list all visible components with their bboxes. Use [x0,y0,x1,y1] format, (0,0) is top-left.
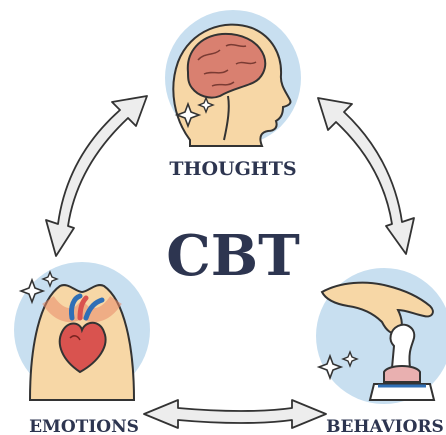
head-brain-icon [172,23,292,147]
knight-head [389,323,416,369]
knight-base [368,383,436,401]
blue-vessels [69,293,105,321]
spinal-cord [223,95,230,141]
sparkle-icon [18,277,46,305]
sparkle-small-icon [41,270,59,288]
thoughts-node: THOUGHTS [165,10,301,180]
heart-detail [69,335,81,341]
hand-shape [320,281,434,335]
heart-shape [58,321,107,374]
hand-chess-knight-icon [316,281,436,401]
sparkle-small-icon [341,350,359,368]
sparkle-small-icon [197,96,215,114]
red-vessel [77,295,89,321]
sparkle-icon [174,101,202,129]
behaviors-node: BEHAVIORS [316,268,446,435]
thoughts-label: THOUGHTS [169,158,296,180]
emotions-node: EMOTIONS [14,262,150,435]
emotions-label: EMOTIONS [29,417,139,435]
arrow-thoughts-behaviors [317,97,415,255]
sparkle-icon [316,353,344,381]
brain-folds [197,43,257,87]
brain-shape [186,32,267,99]
arrow-thoughts-emotions [45,95,148,257]
behaviors-label: BEHAVIORS [326,417,444,435]
knight-collar [383,365,421,383]
center-title: CBT [166,223,300,289]
arrow-emotions-behaviors [143,399,327,429]
heart-chest-icon [18,270,136,401]
